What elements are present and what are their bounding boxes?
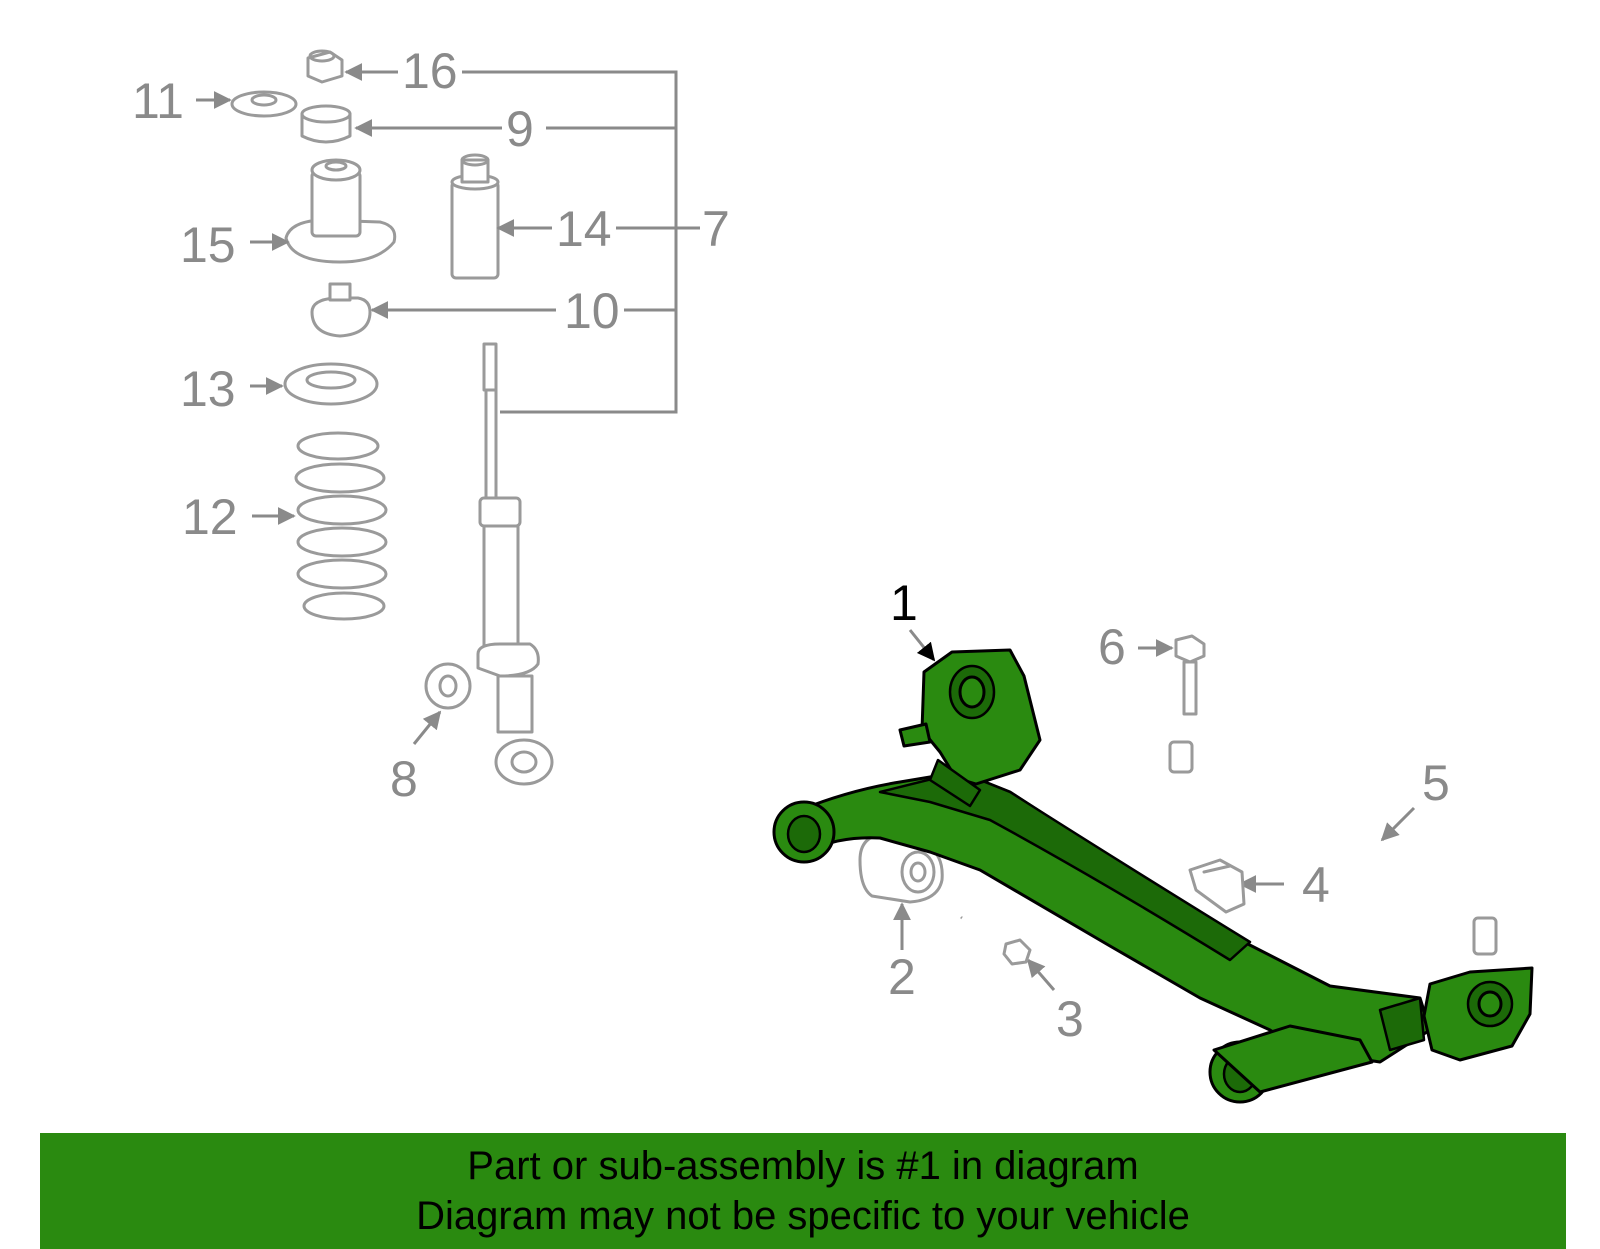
part-6-bolt [1174, 634, 1206, 716]
part-5-stabilizer-bar [1168, 740, 1498, 956]
part-4-bracket [1188, 858, 1246, 914]
callout-labels: 16 11 9 15 14 7 10 13 12 8 1 6 5 4 2 3 [132, 43, 1450, 1047]
callout-12: 12 [182, 489, 238, 545]
info-banner: Part or sub-assembly is #1 in diagram Di… [40, 1133, 1566, 1249]
part-3-bolt [960, 916, 1032, 966]
part-10-bump-stop [310, 282, 372, 338]
part-15-upper-mount [284, 158, 397, 264]
part-14-dust-boot [450, 153, 500, 280]
callout-15: 15 [180, 217, 236, 273]
leader-arrows [196, 63, 1416, 991]
callout-2: 2 [888, 949, 916, 1005]
callout-1: 1 [890, 575, 918, 631]
callout-13: 13 [180, 361, 236, 417]
callout-3: 3 [1056, 991, 1084, 1047]
part-16-nut [306, 49, 344, 84]
group-7-bracket [462, 70, 700, 414]
part-9-bushing [300, 104, 352, 144]
exploded-parts-diagram: 16 11 9 15 14 7 10 13 12 8 1 6 5 4 2 3 [132, 43, 1534, 1104]
callout-9: 9 [506, 101, 534, 157]
callout-5: 5 [1422, 755, 1450, 811]
callout-8: 8 [390, 751, 418, 807]
callout-6: 6 [1098, 619, 1126, 675]
callout-11: 11 [132, 73, 184, 129]
callout-7: 7 [702, 201, 730, 257]
part-11-washer [230, 90, 298, 118]
callout-14: 14 [556, 201, 612, 257]
callout-16: 16 [402, 43, 458, 99]
banner-line-1: Part or sub-assembly is #1 in diagram [467, 1144, 1139, 1188]
banner-line-2: Diagram may not be specific to your vehi… [416, 1194, 1190, 1238]
part-12-coil-spring [294, 431, 388, 621]
callout-4: 4 [1302, 857, 1330, 913]
part-8-lower-bushing [424, 662, 472, 710]
part-1-rear-axle-beam [772, 648, 1534, 1104]
part-7-shock-absorber [476, 342, 554, 786]
callout-10: 10 [564, 283, 620, 339]
part-13-spring-seat [283, 362, 379, 406]
